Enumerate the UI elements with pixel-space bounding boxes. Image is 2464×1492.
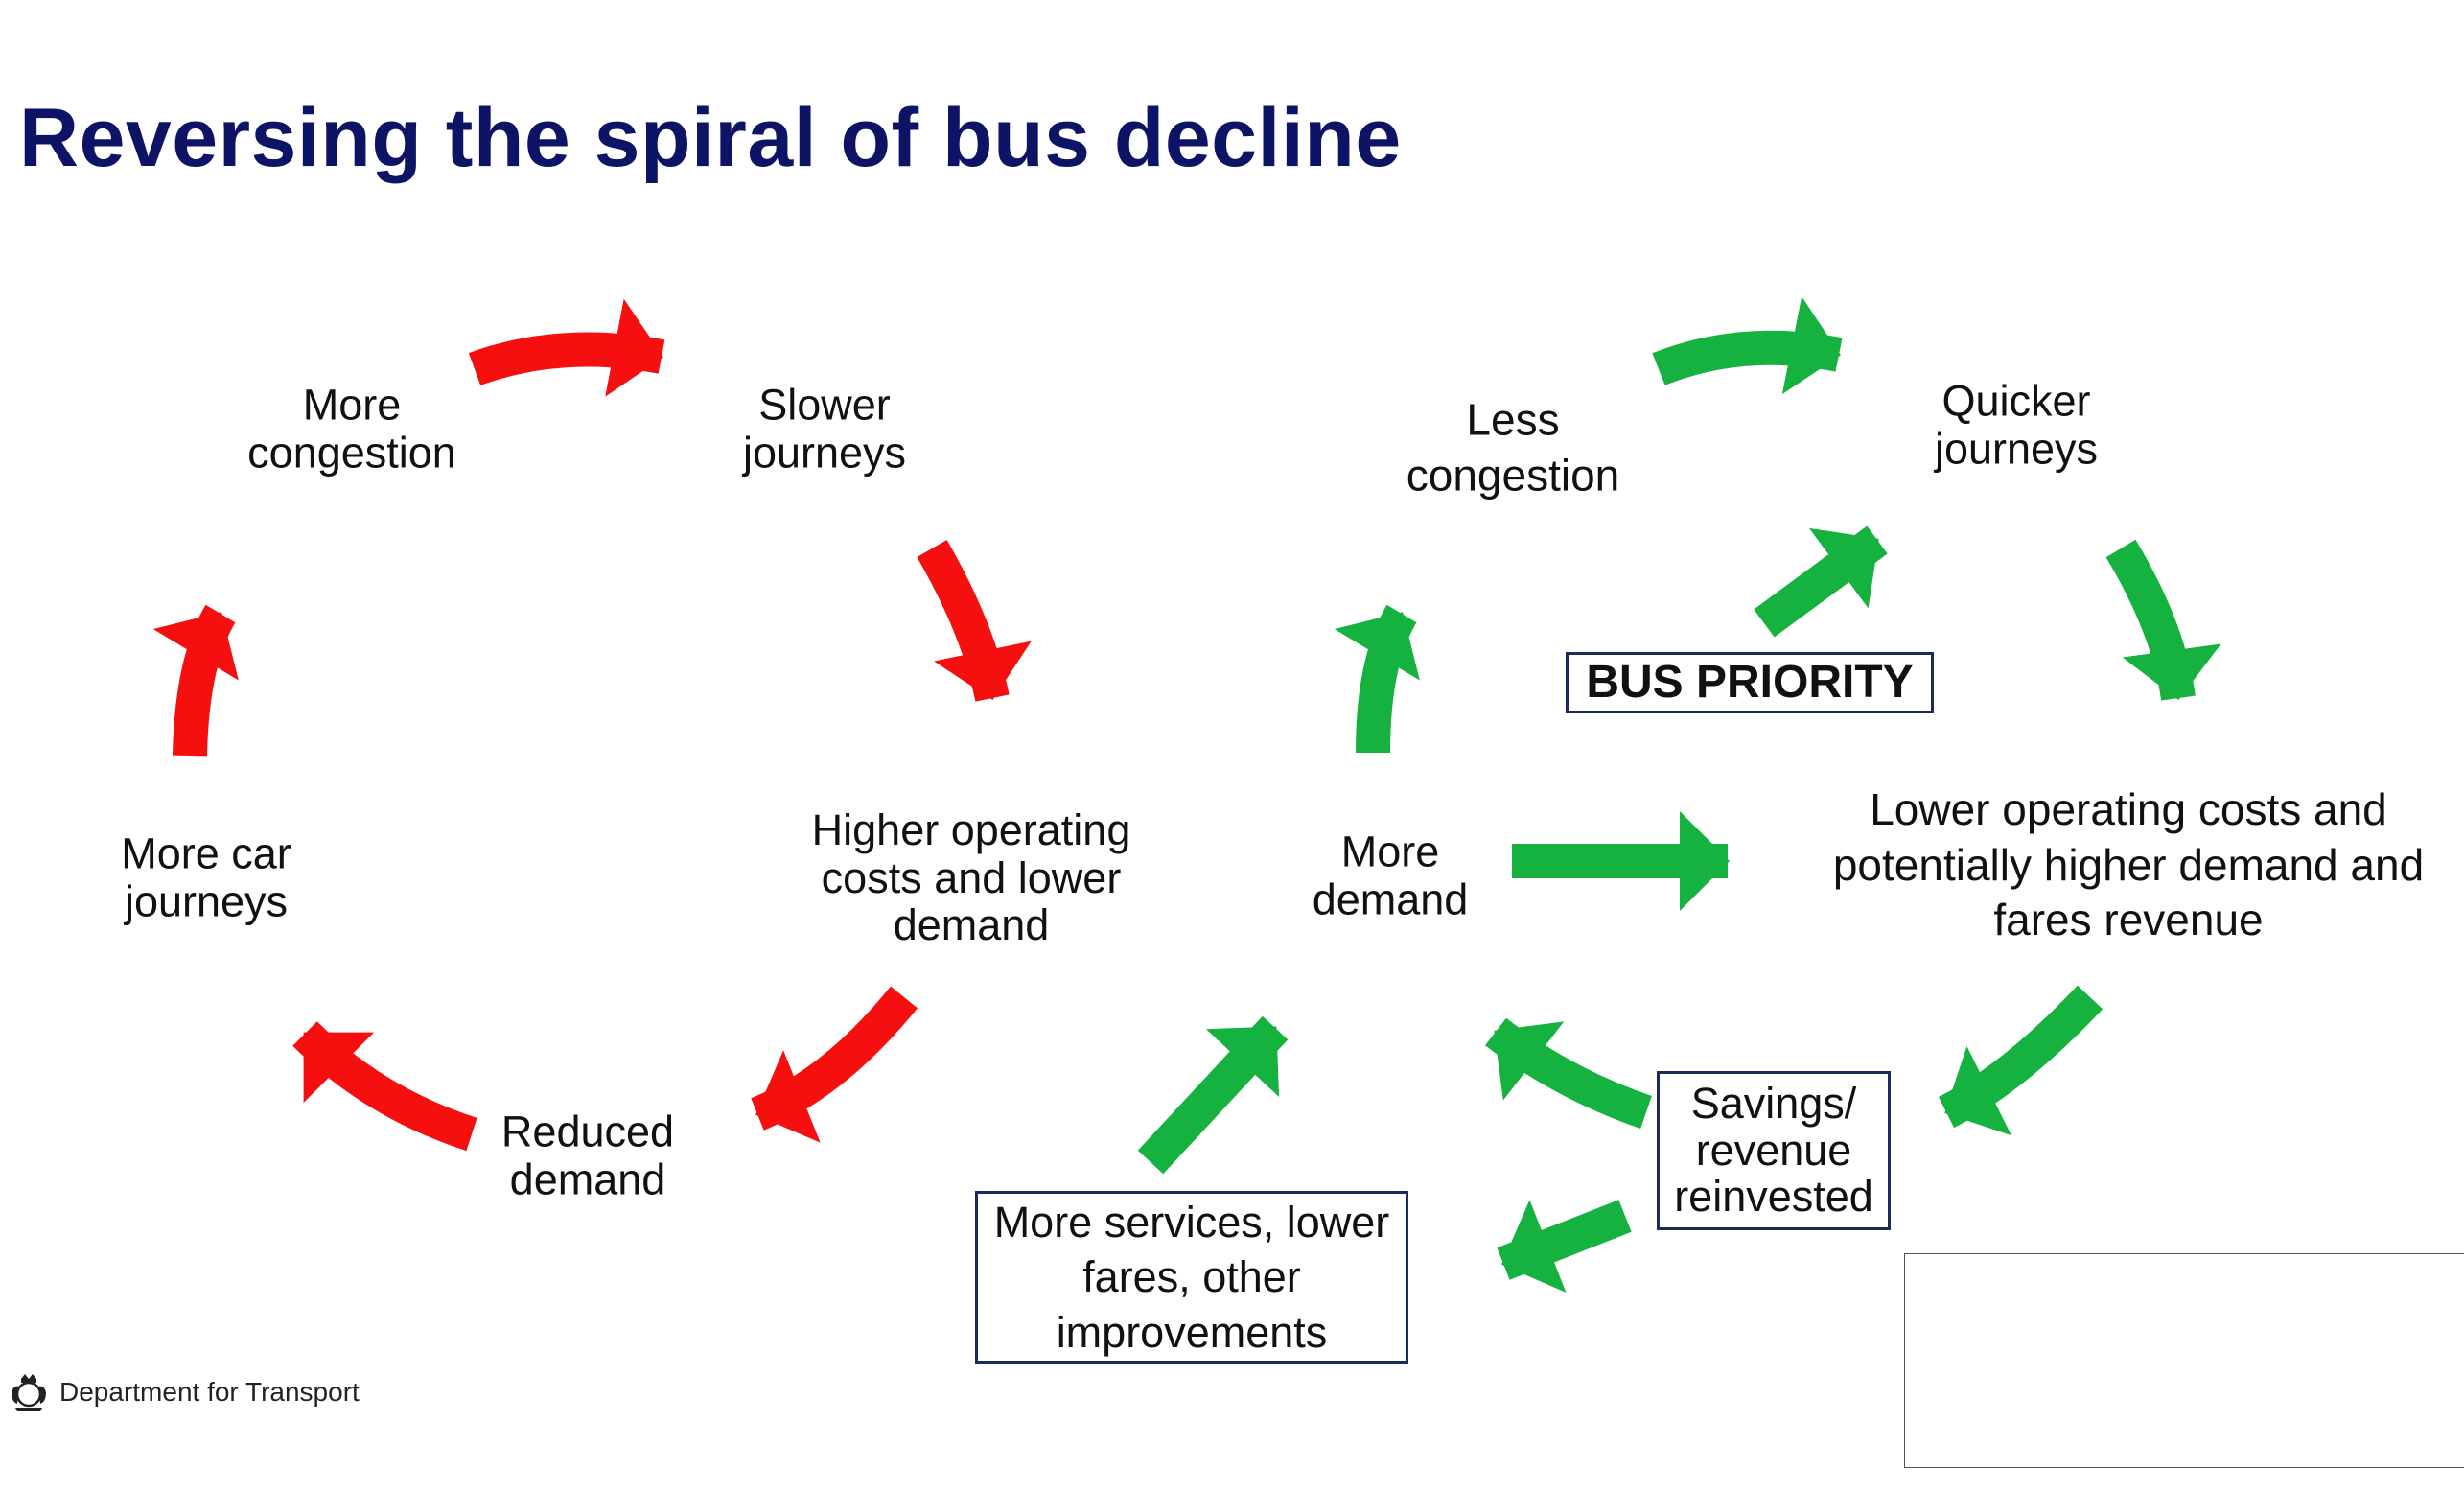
arrow-reduced-to-car xyxy=(292,1021,477,1152)
arrow-savings-to-more-services xyxy=(1497,1200,1632,1294)
page-title: Reversing the spiral of bus decline xyxy=(19,92,1402,184)
reverse-arrows xyxy=(1137,296,2221,1294)
embedded-placeholder-frame xyxy=(1904,1253,2464,1468)
arrow-car-to-congestion xyxy=(152,604,239,757)
arrow-congestion-to-slower xyxy=(468,298,665,397)
arrow-slower-to-higher-costs xyxy=(917,539,1032,702)
arrow-more-services-to-more-demand xyxy=(1137,1015,1289,1175)
arrow-higher-costs-to-reduced xyxy=(751,986,918,1143)
arrow-bus-priority-to-quicker xyxy=(1754,525,1888,638)
decline-arrows xyxy=(152,298,1032,1152)
bus-priority-box: BUS PRIORITY xyxy=(1566,652,1934,713)
arrow-less-congestion-to-quicker xyxy=(1652,296,1843,395)
royal-crest-icon xyxy=(12,1374,46,1411)
arrow-quicker-to-lower-costs xyxy=(2105,539,2221,701)
footer-org-name: Department for Transport xyxy=(59,1377,360,1407)
footer: Department for Transport xyxy=(8,1371,360,1413)
arrow-more-demand-to-less-congestion xyxy=(1334,604,1420,754)
arrow-lower-costs-to-savings xyxy=(1938,985,2104,1136)
arrow-savings-to-more-demand xyxy=(1485,1017,1652,1130)
